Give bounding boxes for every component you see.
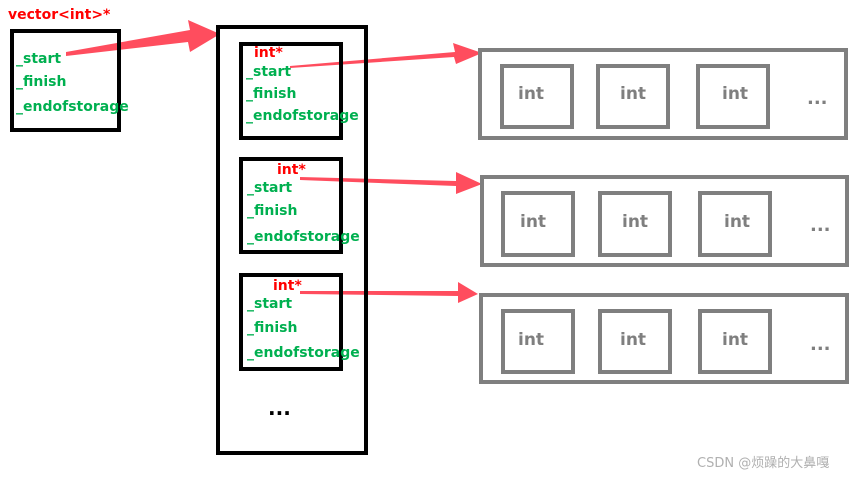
row1-int-cell-2 (596, 64, 670, 129)
row1-type-label: int* (254, 45, 283, 61)
row3-data-buffer (479, 293, 849, 384)
row2-field-finish: _finish (247, 203, 298, 219)
row2-field-start: _start (247, 180, 293, 196)
row3-type-label: int* (273, 278, 302, 294)
row3-more-ellipsis: ... (810, 334, 831, 355)
row1-pointer-arrow (290, 43, 482, 68)
row2-int-label-3: int (724, 212, 751, 232)
csdn-watermark: CSDN @烦躁的大鼻嘎 (697, 456, 830, 471)
row1-int-label-3: int (722, 84, 749, 104)
row3-int-cell-1 (501, 309, 575, 374)
row1-data-buffer (478, 48, 848, 140)
row3-field-endofstorage: _endofstorage (247, 345, 360, 361)
row3-int-label-1: int (518, 330, 545, 350)
outer-to-array-arrow (66, 20, 220, 56)
outer-field-finish: _finish (16, 74, 67, 90)
row1-int-cell-3 (696, 64, 770, 129)
row1-field-start: _start (246, 64, 292, 80)
outer-type-label: vector<int>* (8, 7, 111, 23)
row1-vector-object (239, 42, 343, 140)
row2-int-label-1: int (520, 212, 547, 232)
row3-int-cell-2 (598, 309, 672, 374)
row3-vector-object (239, 273, 343, 371)
row2-int-cell-3 (698, 191, 772, 257)
row2-int-cell-1 (501, 191, 575, 257)
row2-more-ellipsis: ... (810, 215, 831, 236)
row3-pointer-arrow (300, 282, 478, 303)
row3-field-finish: _finish (247, 320, 298, 336)
outer-vector-object (10, 29, 121, 132)
row2-data-buffer (480, 175, 849, 267)
row1-more-ellipsis: ... (807, 88, 828, 109)
outer-field-start: _start (16, 51, 62, 67)
row2-vector-object (239, 157, 343, 254)
row2-int-cell-2 (598, 191, 672, 257)
row1-int-label-1: int (518, 84, 545, 104)
row1-int-cell-1 (500, 64, 574, 129)
row2-int-label-2: int (622, 212, 649, 232)
outer-field-endofstorage: _endofstorage (16, 99, 129, 115)
row3-field-start: _start (247, 296, 293, 312)
row2-field-endofstorage: _endofstorage (247, 229, 360, 245)
row3-int-label-2: int (620, 330, 647, 350)
container-more-ellipsis: ... (268, 396, 291, 420)
row3-int-label-3: int (722, 330, 749, 350)
row1-field-endofstorage: _endofstorage (246, 108, 359, 124)
row2-pointer-arrow (300, 172, 482, 194)
row2-type-label: int* (277, 162, 306, 178)
row1-int-label-2: int (620, 84, 647, 104)
row1-field-finish: _finish (246, 86, 297, 102)
inner-vectors-array (216, 25, 368, 455)
row3-int-cell-3 (698, 309, 772, 374)
